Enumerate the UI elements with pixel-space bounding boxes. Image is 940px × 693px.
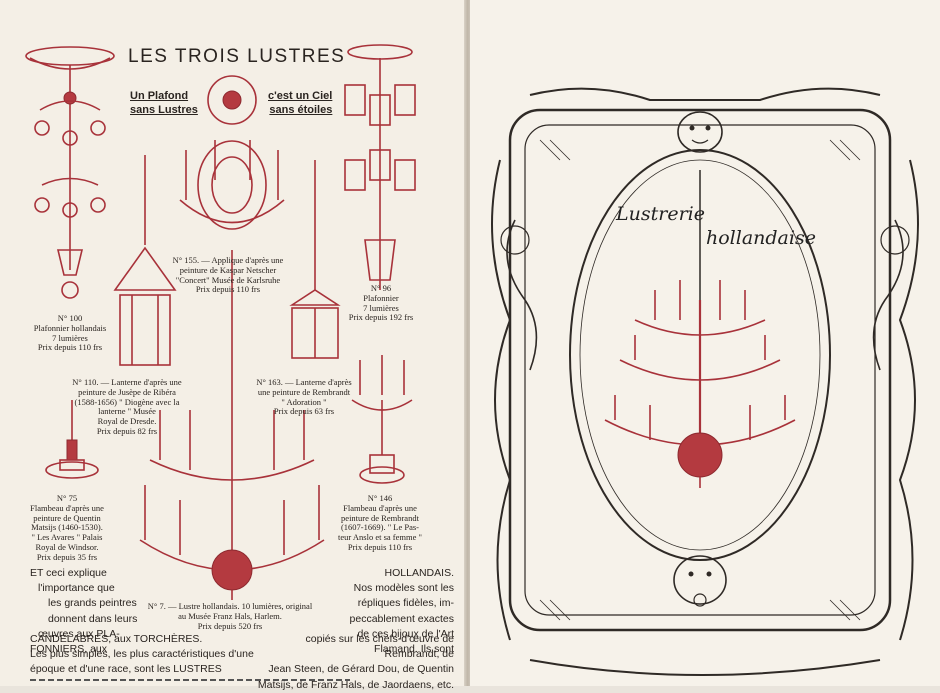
page-title: LES TROIS LUSTRES bbox=[128, 46, 346, 67]
caption-no7: N° 7. — Lustre hollandais. 10 lumières, … bbox=[130, 601, 330, 631]
body-text-left: ET ceci explique l'importance que les gr… bbox=[30, 566, 230, 657]
lamp-illustrations bbox=[25, 44, 416, 681]
plafonnier-96-illustration bbox=[344, 44, 416, 290]
caption-price: Prix depuis 520 frs bbox=[197, 620, 263, 631]
caption-line: " Adoration " bbox=[281, 396, 327, 407]
caption-no146: N° 146 Flambeau d'après une peinture de … bbox=[324, 493, 436, 553]
caption-line: peinture de Quentin bbox=[33, 512, 101, 523]
body-line: Flamand. Ils sont bbox=[374, 643, 454, 656]
caption-line: N° 75 bbox=[56, 493, 78, 503]
lanterne-163-illustration bbox=[289, 160, 341, 359]
body-line: copiés sur les chefs-d'œuvre de Rembrand… bbox=[305, 633, 454, 661]
ornamental-frame bbox=[491, 87, 919, 676]
caption-line: teur Anslo et sa femme " bbox=[338, 532, 422, 543]
caption-line: 7 lumières bbox=[363, 302, 399, 313]
applique-155-illustration bbox=[179, 75, 285, 230]
body-line: Nos modèles sont les bbox=[353, 582, 454, 595]
caption-line: N° 163. — Lanterne d'après bbox=[256, 377, 352, 387]
cover-frame-illustration bbox=[491, 87, 919, 676]
body-line: donnent dans leurs bbox=[48, 612, 138, 625]
caption-price: Prix depuis 110 frs bbox=[347, 541, 413, 552]
plafonnier-100-illustration bbox=[25, 46, 115, 299]
caption-no155: N° 155. — Applique d'après une peinture … bbox=[168, 255, 288, 295]
right-page: Lustrerie hollandaise bbox=[470, 0, 940, 686]
tagline-left: Un Plafond sans Lustres bbox=[130, 90, 198, 118]
caption-line: (1607-1669). " Le Pas- bbox=[340, 522, 420, 533]
caption-line: peinture de Rembrandt bbox=[341, 512, 419, 523]
caption-no100: N° 100 Plafonnier hollandais 7 lumières … bbox=[20, 313, 120, 353]
lanterne-110-illustration bbox=[113, 155, 177, 366]
caption-price: Prix depuis 35 frs bbox=[36, 551, 98, 562]
body-line: Les plus simples, les plus caractéristiq… bbox=[30, 648, 254, 661]
flambeau-146-illustration bbox=[351, 355, 413, 484]
caption-line: 7 lumières bbox=[52, 332, 88, 343]
body-text-bottom-left: CANDÉLABRES, aux TORCHÈRES. Les plus sim… bbox=[30, 632, 450, 678]
body-line: CANDÉLABRES, aux TORCHÈRES. bbox=[30, 633, 203, 645]
caption-line: Royal de Dresde. bbox=[97, 416, 157, 427]
caption-line: (1588-1656) " Diogène avec la bbox=[74, 396, 180, 407]
tagline-right-line: sans étoiles bbox=[269, 103, 333, 116]
left-page: LES TROIS LUSTRES Un Plafond sans Lustre… bbox=[0, 0, 466, 691]
caption-line: N° 7. — Lustre hollandais. 10 lumières, … bbox=[147, 601, 313, 611]
caption-line: Royal de Windsor. bbox=[35, 541, 99, 552]
body-text-bottom-right: copiés sur les chefs-d'œuvre de Rembrand… bbox=[254, 632, 454, 693]
body-line: de ces bijoux de l'Art bbox=[357, 627, 454, 640]
caption-line: "Concert" Musée de Karlsruhe bbox=[175, 274, 281, 285]
caption-line: Flambeau d'après une bbox=[30, 502, 104, 513]
page-fold bbox=[464, 0, 472, 686]
caption-price: Prix depuis 110 frs bbox=[37, 342, 103, 353]
body-line: HOLLANDAIS. bbox=[384, 567, 454, 579]
caption-no96: N° 96 Plafonnier 7 lumières Prix depuis … bbox=[336, 283, 426, 323]
body-line: œuvres aux PLA- bbox=[38, 627, 120, 640]
caption-line: N° 110. — Lanterne d'après une bbox=[72, 377, 182, 387]
body-line: ET ceci explique bbox=[30, 567, 107, 579]
caption-price: Prix depuis 63 frs bbox=[273, 406, 335, 417]
body-line: répliques fidèles, im- bbox=[357, 597, 454, 610]
body-line: Matsijs, de Franz Hals, de Jaordaens, et… bbox=[257, 678, 454, 691]
caption-line: au Musée Franz Hals, Harlem. bbox=[178, 610, 282, 621]
caption-line: Flambeau d'après une bbox=[343, 502, 417, 513]
caption-line: N° 146 bbox=[367, 493, 393, 503]
caption-price: Prix depuis 82 frs bbox=[96, 425, 158, 436]
caption-line: N° 96 bbox=[370, 283, 392, 293]
body-line: les grands peintres bbox=[48, 597, 137, 610]
caption-line: peinture de Kaspar Netscher bbox=[179, 264, 277, 275]
caption-line: lanterne " Musée bbox=[98, 406, 156, 417]
caption-line: une peinture de Rembrandt bbox=[257, 386, 351, 397]
caption-line: N° 155. — Applique d'après une bbox=[172, 255, 284, 265]
tagline-right-line: c'est un Ciel bbox=[268, 90, 333, 102]
caption-line: Plafonnier bbox=[363, 292, 399, 303]
body-line: époque et d'une race, sont les LUSTRES bbox=[30, 663, 222, 676]
caption-no110: N° 110. — Lanterne d'après une peinture … bbox=[62, 377, 192, 437]
tagline-right: c'est un Ciel sans étoiles bbox=[268, 90, 332, 118]
body-line: peccablement exactes bbox=[349, 612, 454, 625]
caption-price: Prix depuis 110 frs bbox=[195, 284, 261, 295]
caption-line: Plafonnier hollandais bbox=[33, 322, 107, 333]
caption-line: peinture de Jusèpe de Ribéra bbox=[78, 386, 176, 397]
cover-title-word2: hollandaise bbox=[706, 227, 816, 249]
tagline-left-line: sans Lustres bbox=[130, 103, 198, 116]
caption-no163: N° 163. — Lanterne d'après une peinture … bbox=[244, 377, 364, 417]
caption-no75: N° 75 Flambeau d'après une peinture de Q… bbox=[18, 493, 116, 562]
body-text-right: HOLLANDAIS. Nos modèles sont les répliqu… bbox=[338, 566, 454, 657]
body-line: Jean Steen, de Gérard Dou, de Quentin bbox=[268, 663, 454, 676]
flambeau-75-illustration bbox=[45, 400, 99, 479]
cover-title-word1: Lustrerie bbox=[616, 203, 705, 225]
tagline-left-line: Un Plafond bbox=[130, 90, 189, 102]
lustre-7-illustration bbox=[139, 250, 325, 600]
caption-line: " Les Avares " Palais bbox=[31, 532, 103, 543]
caption-line: N° 100 bbox=[57, 313, 83, 323]
body-line: FONNIERS, aux bbox=[30, 643, 108, 656]
caption-line: Matsijs (1460-1530). bbox=[31, 522, 103, 533]
caption-price: Prix depuis 192 frs bbox=[348, 312, 414, 323]
red-chandelier bbox=[604, 170, 796, 488]
body-line: l'importance que bbox=[38, 582, 115, 595]
